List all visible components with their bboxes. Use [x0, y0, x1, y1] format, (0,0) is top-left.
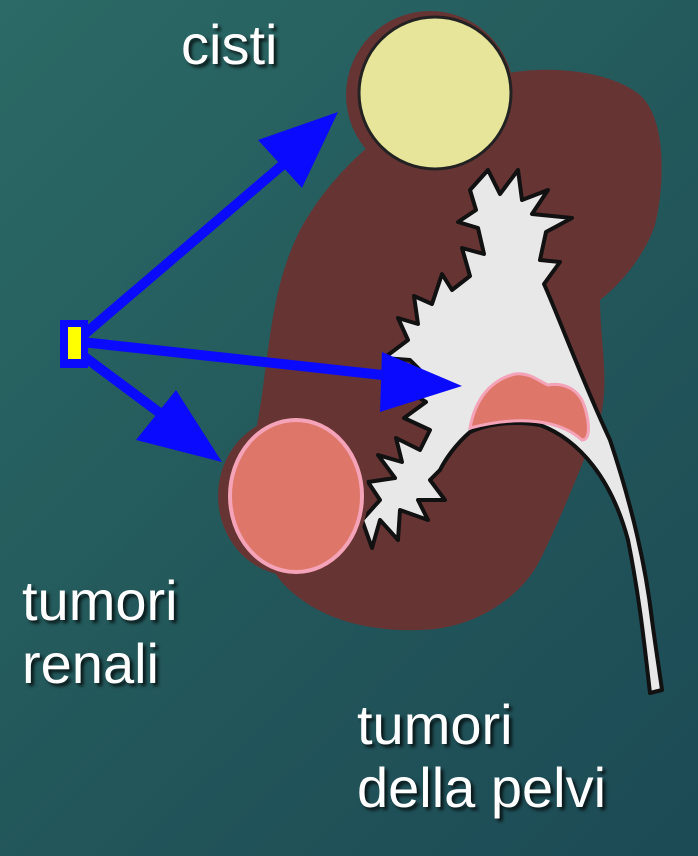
label-tumori-renali: tumori renali	[22, 570, 178, 695]
cyst	[359, 17, 511, 169]
label-tumori-renali-line2: renali	[22, 633, 178, 696]
label-tumori-pelvi: tumori della pelvi	[357, 694, 606, 819]
arrow-to-cyst-shaft	[80, 150, 300, 338]
label-tumori-renali-line1: tumori	[22, 570, 178, 633]
renal-tumor	[230, 420, 362, 572]
label-tumori-pelvi-line1: tumori	[357, 694, 606, 757]
probe-marker	[68, 327, 81, 359]
label-tumori-pelvi-line2: della pelvi	[357, 757, 606, 820]
label-cisti: cisti	[181, 14, 277, 77]
